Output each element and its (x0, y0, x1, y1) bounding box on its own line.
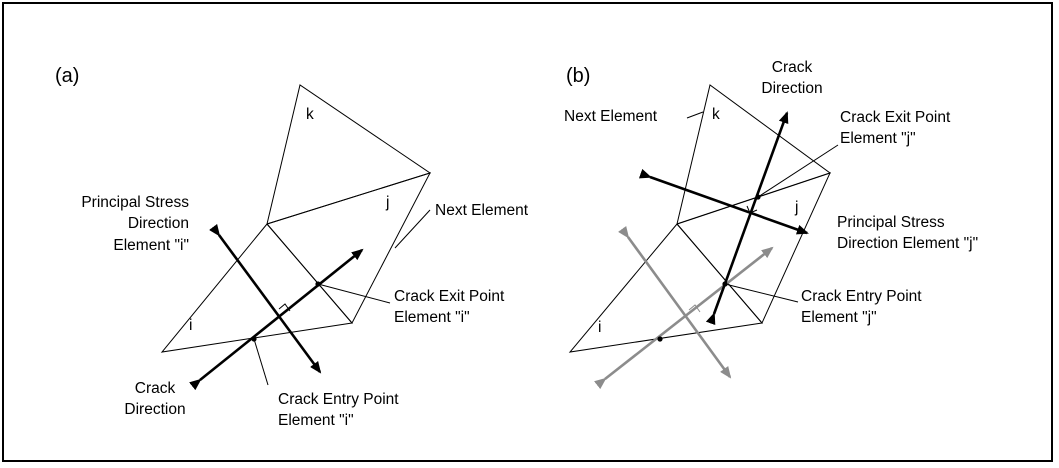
panel-a-next-leader (394, 209, 431, 249)
panel-a-tag: (a) (55, 65, 79, 87)
panel-b-previous-right-angle (688, 304, 701, 313)
panel-b-previous-crack-arrow (594, 246, 774, 390)
panel-a-entry-line-2: Element "i" (278, 412, 354, 429)
panel-b-exit-line-2: Element "j" (840, 130, 916, 147)
panel-b-previous-principal-arrow (618, 225, 732, 379)
panel-b-entry-leader (724, 283, 799, 303)
panel-b: (b) k j i Crack Direction Next Element C… (564, 59, 978, 390)
panel-b-principal-line-2: Direction Element "j" (837, 235, 978, 252)
panel-b-exit-leader (757, 144, 839, 198)
panel-a-label-i: i (189, 317, 192, 334)
panel-b-previous-entry-point (657, 336, 663, 342)
panel-a: (a) k j i Principal Stress Direction Ele… (55, 65, 529, 429)
panel-b-label-j: j (794, 199, 798, 216)
panel-a-principal-line-3: Element "i" (113, 237, 189, 254)
panel-a-next-element-label: Next Element (435, 202, 529, 219)
panel-a-exit-line-2: Element "i" (394, 309, 470, 326)
panel-b-next-leader (686, 111, 704, 119)
panel-a-label-j: j (385, 194, 389, 211)
panel-b-crack-line-2: Direction (761, 80, 822, 97)
panel-a-exit-leader (317, 283, 391, 304)
panel-a-principal-line-1: Principal Stress (81, 194, 189, 211)
figure-frame (2, 2, 1053, 462)
panel-a-crack-line-2: Direction (124, 401, 185, 418)
panel-b-crack-line-1: Crack (772, 59, 813, 76)
panel-a-entry-line-1: Crack Entry Point (278, 391, 399, 408)
panel-b-right-angle (746, 205, 758, 214)
panel-b-entry-line-2: Element "j" (801, 309, 877, 326)
panel-b-label-k: k (712, 106, 720, 123)
panel-a-element-k (266, 84, 432, 225)
panel-a-crack-direction-arrow (189, 248, 364, 391)
panel-b-exit-line-1: Crack Exit Point (840, 109, 951, 126)
panel-a-right-angle (278, 303, 291, 312)
panel-b-principal-line-1: Principal Stress (837, 214, 945, 231)
panel-a-principal-line-2: Direction (128, 215, 189, 232)
panel-b-principal-stress-arrow (638, 168, 809, 235)
panel-a-entry-leader (253, 338, 269, 386)
panel-a-exit-line-1: Crack Exit Point (394, 288, 505, 305)
panel-b-next-element-label: Next Element (564, 108, 658, 125)
panel-b-label-i: i (598, 319, 601, 336)
panel-b-tag: (b) (566, 65, 590, 87)
panel-a-label-k: k (306, 106, 314, 123)
panel-a-crack-line-1: Crack (135, 380, 176, 397)
panel-b-entry-line-1: Crack Entry Point (801, 288, 922, 305)
